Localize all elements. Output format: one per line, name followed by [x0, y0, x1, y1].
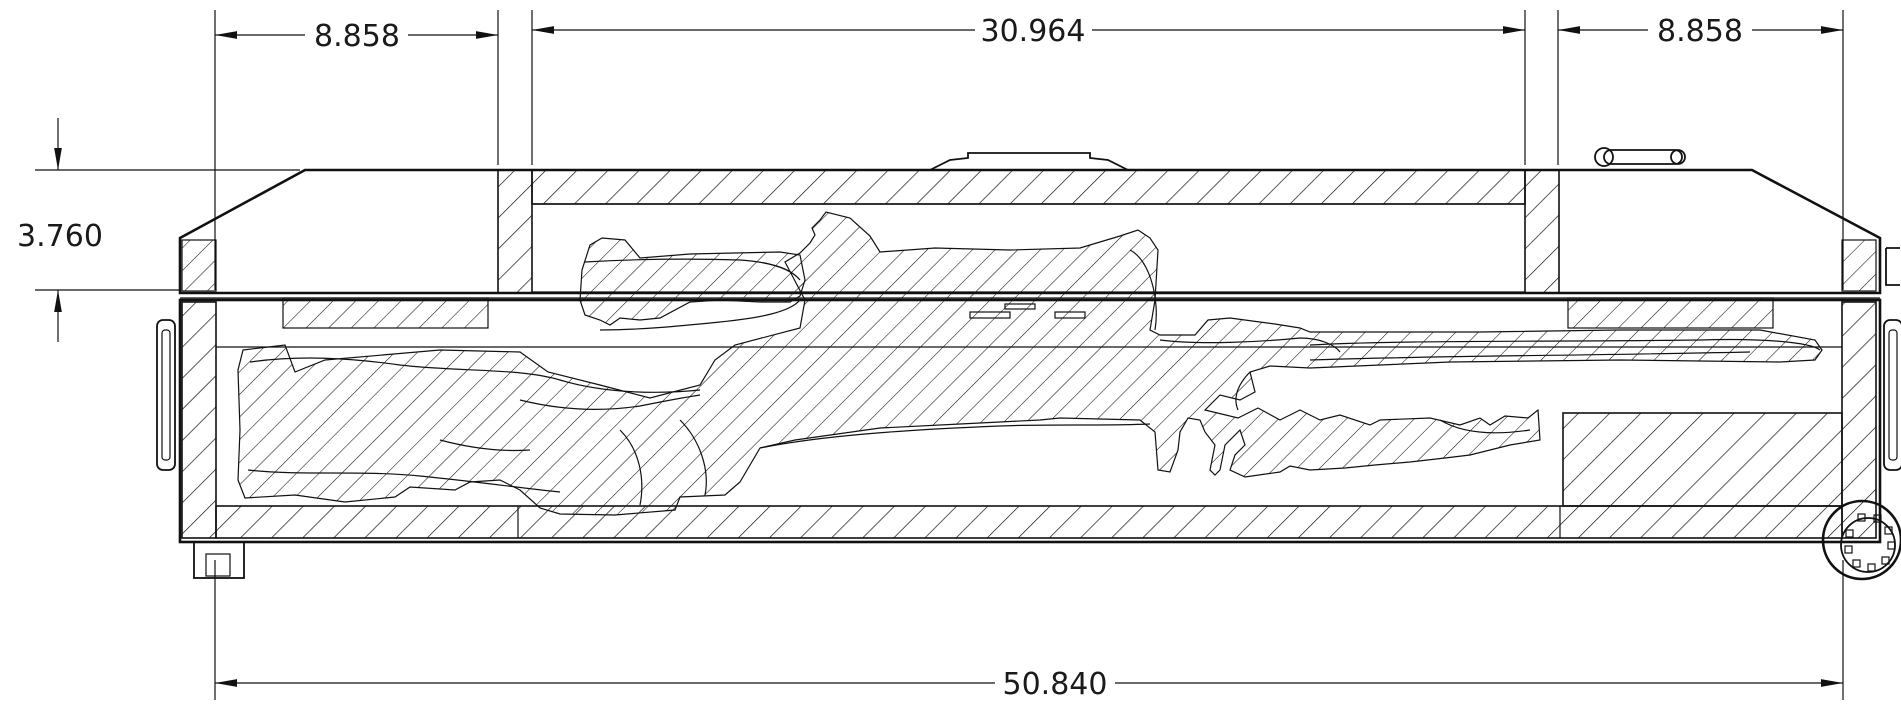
dim-label-top-center: 30.964: [981, 14, 1086, 49]
latch-icon: [1594, 147, 1686, 167]
dimension-top-center: 30.964: [532, 14, 1525, 49]
dim-label-overall-length: 50.840: [1003, 667, 1108, 702]
dimension-top-right: 8.858: [1558, 14, 1843, 49]
dimension-lid-height: 3.760: [17, 118, 103, 342]
case-handle: [156, 319, 176, 471]
caster-wheel: [1821, 499, 1901, 581]
case-handle: [1883, 319, 1901, 471]
lid-handle: [929, 152, 1129, 171]
dim-label-top-right: 8.858: [1657, 14, 1743, 49]
case-base: [178, 297, 1882, 579]
dimension-top-left: 8.858: [215, 19, 498, 54]
dim-label-lid-height: 3.760: [17, 219, 103, 254]
case-foot: [193, 541, 245, 579]
rifle-cutaway-shape: [237, 211, 1823, 516]
dimension-overall-length: 50.840: [215, 667, 1843, 702]
dim-label-top-left: 8.858: [314, 19, 400, 54]
